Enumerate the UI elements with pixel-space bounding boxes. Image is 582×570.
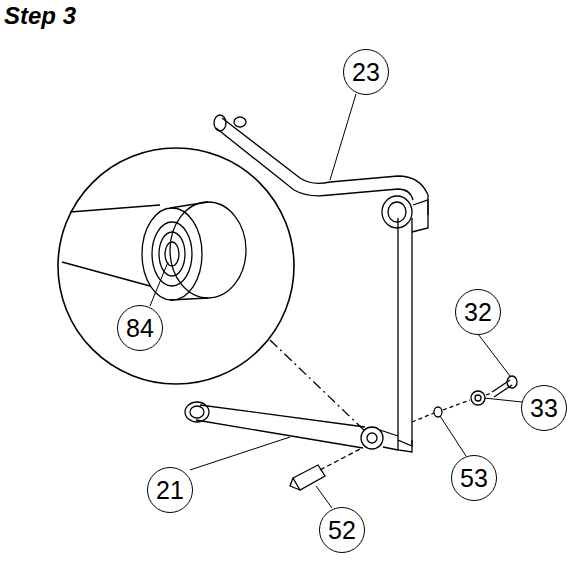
callout-circle: 32 [455,289,501,335]
callout-number: 23 [352,60,380,85]
axis-line [320,448,362,470]
axis-line [412,393,492,422]
callout-circle: 33 [521,385,567,431]
bolt-part [492,376,517,397]
callout-number: 84 [126,316,154,341]
step-title: Step 3 [4,2,76,30]
projection-line [270,340,366,432]
callout-circle: 84 [117,305,163,351]
callout-number: 33 [530,396,558,421]
arm-part [185,402,398,450]
callout-number: 32 [464,300,492,325]
callout-circle: 21 [147,467,193,513]
leader-line [150,94,522,508]
callout-number: 52 [328,518,356,543]
callout-number: 21 [156,478,184,503]
callout-circle: 52 [319,507,365,553]
callout-number: 53 [460,466,488,491]
callout-circle: 53 [451,455,497,501]
frame-part [214,115,428,452]
washer-part [434,407,442,417]
pin-part [290,465,325,490]
washer-part [471,391,485,405]
detail-view [58,148,294,384]
callout-circle: 23 [343,49,389,95]
